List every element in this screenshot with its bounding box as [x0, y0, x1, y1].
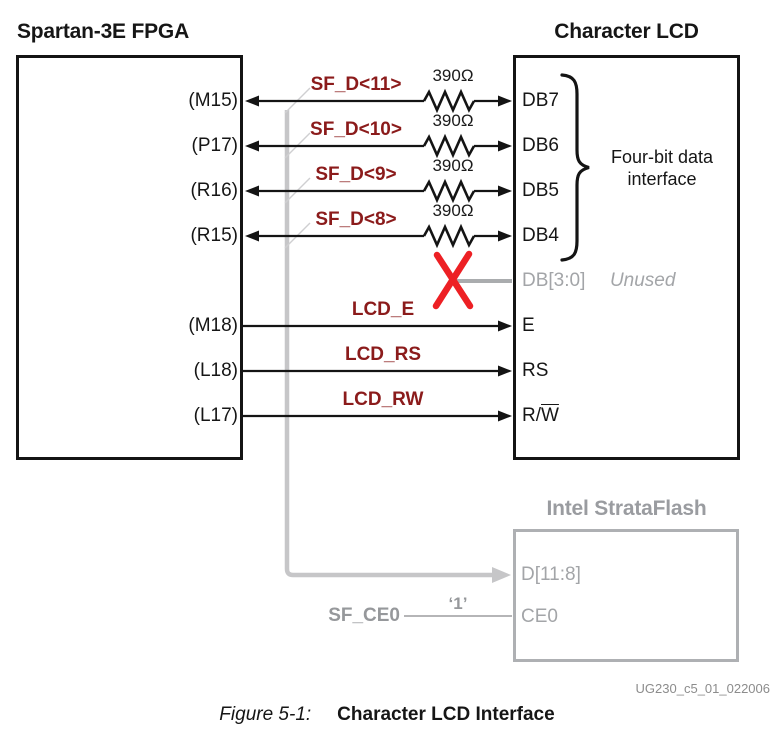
- figure-title: Character LCD Interface: [337, 704, 555, 725]
- wire-sf-d9: [245, 178, 512, 204]
- lcd-pin-db6: DB6: [522, 135, 559, 156]
- right-arrowhead-icon: [498, 410, 512, 422]
- signal-label-sf-d9: SF_D<9>: [315, 164, 397, 185]
- brace-icon: [560, 73, 590, 262]
- lcd-pin-rw: R/W: [522, 405, 692, 427]
- strataflash-title: Intel StrataFlash: [546, 497, 707, 520]
- fpga-pin-p17: (P17): [191, 135, 238, 156]
- resistor-icon: [422, 223, 476, 249]
- strataflash-box: [513, 529, 739, 662]
- flash-pin-d11-8: D[11:8]: [521, 564, 581, 585]
- resistor-value-1: 390Ω: [432, 66, 474, 85]
- right-arrowhead-icon: [498, 320, 512, 332]
- data-signal-wires: [245, 88, 512, 249]
- four-bit-note-line1: Four-bit data: [610, 147, 714, 167]
- gray-bus-line: [284, 110, 511, 583]
- fpga-pin-l18: (L18): [193, 360, 238, 381]
- fpga-pin-l17: (L17): [193, 405, 238, 426]
- sf-ce0-label: SF_CE0: [328, 605, 400, 626]
- unused-note: Unused: [609, 270, 676, 291]
- not-connected-x-icon: [432, 250, 474, 310]
- left-arrowhead-icon: [245, 140, 259, 152]
- right-arrowhead-icon: [498, 185, 512, 197]
- rw-overlined: W: [541, 405, 559, 426]
- lcd-pin-rs: RS: [522, 360, 549, 381]
- lcd-pin-e: E: [522, 315, 535, 336]
- fpga-pin-r16: (R16): [190, 180, 238, 201]
- lcd-pin-db4: DB4: [522, 225, 559, 246]
- wire-lcd-rw: [243, 410, 512, 422]
- right-arrowhead-icon: [498, 230, 512, 242]
- document-id-watermark: UG230_c5_01_022006: [635, 681, 770, 696]
- signal-label-lcd-rs: LCD_RS: [344, 344, 421, 365]
- wire-sf-d8: [245, 223, 512, 249]
- signal-label-lcd-e: LCD_E: [351, 299, 415, 320]
- unused-pin-label: DB[3:0]: [522, 270, 586, 291]
- left-arrowhead-icon: [245, 230, 259, 242]
- fpga-title: Spartan-3E FPGA: [17, 20, 190, 43]
- rw-prefix: R/: [522, 405, 541, 426]
- left-arrowhead-icon: [245, 95, 259, 107]
- wire-lcd-rs: [243, 365, 512, 377]
- fpga-box: [16, 55, 243, 460]
- fpga-pin-m18: (M18): [188, 315, 238, 336]
- right-arrowhead-icon: [498, 365, 512, 377]
- flash-pin-ce0: CE0: [521, 606, 558, 627]
- signal-label-sf-d11: SF_D<11>: [310, 74, 402, 95]
- resistor-value-2: 390Ω: [432, 111, 474, 130]
- lcd-pin-db7: DB7: [522, 90, 559, 111]
- resistor-value-4: 390Ω: [432, 201, 474, 220]
- right-arrowhead-icon: [498, 140, 512, 152]
- unused-db-stub: [432, 250, 512, 310]
- fpga-pin-r15: (R15): [190, 225, 238, 246]
- resistor-icon: [422, 133, 476, 159]
- resistor-value-3: 390Ω: [432, 156, 474, 175]
- signal-label-sf-d10: SF_D<10>: [310, 119, 402, 140]
- resistor-icon: [422, 178, 476, 204]
- left-arrowhead-icon: [245, 185, 259, 197]
- wire-lcd-e: [243, 320, 512, 332]
- control-signal-wires: [243, 320, 512, 422]
- wire-sf-d11: [245, 88, 512, 114]
- resistor-icon: [422, 88, 476, 114]
- signal-label-lcd-rw: LCD_RW: [342, 389, 424, 410]
- lcd-box: [513, 55, 740, 460]
- lcd-pin-db3-0: DB[3:0] Unused: [522, 270, 692, 292]
- right-arrowhead-icon: [498, 95, 512, 107]
- fpga-pin-m15: (M15): [188, 90, 238, 111]
- bus-arrowhead-icon: [492, 567, 511, 583]
- four-bit-note-line2: interface: [627, 169, 697, 189]
- lcd-pin-db5: DB5: [522, 180, 559, 201]
- signal-label-sf-d8: SF_D<8>: [315, 209, 397, 230]
- wire-sf-d10: [245, 133, 512, 159]
- figure-caption: Figure 5-1: Character LCD Interface: [0, 704, 774, 726]
- lcd-title: Character LCD: [554, 20, 699, 43]
- four-bit-note: Four-bit data interface: [597, 146, 727, 190]
- tie-high-value: ‘1’: [448, 594, 468, 613]
- figure-number: Figure 5-1:: [219, 704, 312, 725]
